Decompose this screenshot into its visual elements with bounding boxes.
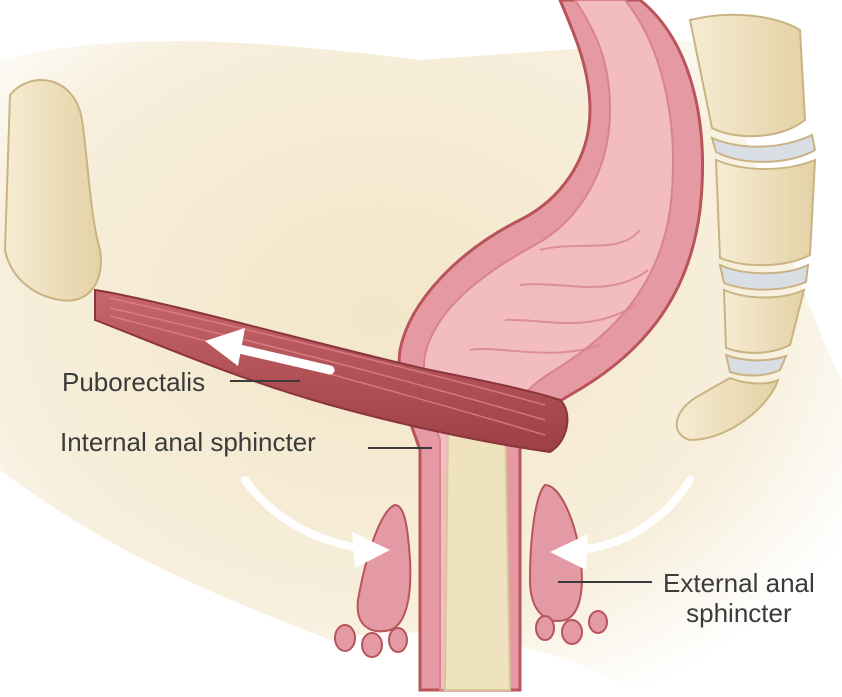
label-external-anal-sphincter: External anal sphincter [663, 568, 815, 628]
label-internal-anal-sphincter: Internal anal sphincter [60, 427, 316, 457]
label-external-anal-sphincter-line1: External anal [663, 568, 815, 598]
label-external-anal-sphincter-line2: sphincter [663, 598, 815, 628]
anal-canal [445, 403, 510, 690]
label-puborectalis: Puborectalis [62, 367, 205, 397]
